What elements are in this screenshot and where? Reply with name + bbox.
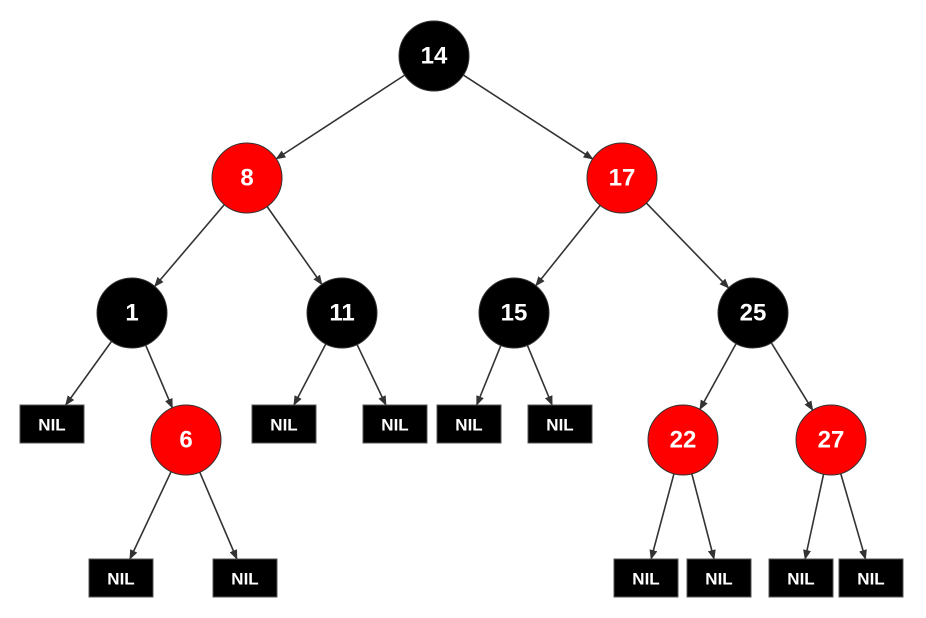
node-label: 17 [609, 165, 636, 192]
nil-leaf: NIL [436, 404, 502, 444]
node-circle-red [150, 404, 222, 476]
nil-box [436, 404, 502, 444]
tree-node-1: 1 [96, 277, 168, 349]
edge-n1-to-n6 [144, 344, 174, 409]
node-circle-black [96, 277, 168, 349]
nil-label: NIL [857, 570, 884, 589]
nil-box [838, 558, 904, 598]
nil-box [362, 404, 428, 444]
edge-n11-to-nil-11-right [356, 344, 387, 406]
edge-n14-to-n8 [275, 74, 406, 160]
edge-n15-to-nil-15-left [475, 345, 502, 406]
edge-n25-to-n22 [699, 343, 737, 411]
nil-label: NIL [787, 570, 814, 589]
node-label: 6 [179, 427, 192, 454]
nil-label: NIL [270, 416, 297, 435]
edge-n17-to-n15 [535, 204, 601, 287]
edge-n25-to-n27 [770, 342, 814, 412]
tree-node-25: 25 [717, 277, 789, 349]
edge-n1-to-nil-1-left [65, 340, 113, 406]
nil-label: NIL [231, 570, 258, 589]
edge-n15-to-nil-15-right [526, 345, 553, 406]
node-label: 27 [818, 427, 845, 454]
node-label: 11 [329, 300, 354, 327]
node-circle-red [586, 142, 658, 214]
edges [65, 74, 867, 560]
tree-node-27: 27 [795, 404, 867, 476]
nil-leaf: NIL [88, 558, 154, 598]
node-circle-black [306, 277, 378, 349]
nil-box [613, 558, 679, 598]
node-circle-red [647, 404, 719, 476]
nil-box [768, 558, 834, 598]
nil-box [251, 404, 317, 444]
node-label: 14 [421, 43, 448, 70]
nil-leaf: NIL [838, 558, 904, 598]
nil-leaf: NIL [362, 404, 428, 444]
tree-node-8: 8 [211, 142, 283, 214]
edge-n27-to-nil-27-right [839, 473, 867, 560]
nil-leaf: NIL [686, 558, 752, 598]
nil-leaf: NIL [768, 558, 834, 598]
nil-label: NIL [107, 570, 134, 589]
tree-node-11: 11 [306, 277, 378, 349]
node-circle-black [478, 277, 550, 349]
edge-n8-to-n11 [266, 206, 323, 286]
nil-box [19, 404, 85, 444]
edge-n6-to-nil-6-right [199, 471, 238, 560]
edge-n14-to-n17 [462, 74, 594, 160]
edge-n8-to-n1 [154, 204, 225, 288]
tree-node-17: 17 [586, 142, 658, 214]
nil-label: NIL [455, 416, 482, 435]
nil-box [527, 404, 593, 444]
nil-leaf: NIL [613, 558, 679, 598]
tree-node-6: 6 [150, 404, 222, 476]
node-circle-red [795, 404, 867, 476]
node-circle-red [211, 142, 283, 214]
tree-node-14: 14 [398, 20, 470, 92]
node-label: 1 [125, 300, 138, 327]
node-label: 25 [740, 300, 767, 327]
nil-label: NIL [381, 416, 408, 435]
node-circle-black [398, 20, 470, 92]
edge-n11-to-nil-11-left [293, 343, 327, 406]
tree-node-15: 15 [478, 277, 550, 349]
node-label: 22 [670, 427, 697, 454]
nil-leaf: NIL [212, 558, 278, 598]
edge-n6-to-nil-6-left [129, 471, 172, 560]
nil-label: NIL [705, 570, 732, 589]
nil-leaf: NIL [527, 404, 593, 444]
nil-box [212, 558, 278, 598]
edge-n27-to-nil-27-left [803, 474, 825, 560]
edge-n17-to-n25 [645, 202, 730, 289]
node-circle-black [717, 277, 789, 349]
nil-leaf: NIL [19, 404, 85, 444]
tree-node-22: 22 [647, 404, 719, 476]
nil-leaf: NIL [251, 404, 317, 444]
nil-label: NIL [632, 570, 659, 589]
nil-label: NIL [546, 416, 573, 435]
node-label: 8 [240, 165, 253, 192]
edge-n22-to-nil-22-right [691, 473, 716, 560]
edge-n22-to-nil-22-left [649, 473, 675, 560]
nil-box [686, 558, 752, 598]
node-label: 15 [501, 300, 528, 327]
nil-label: NIL [38, 416, 65, 435]
nil-box [88, 558, 154, 598]
